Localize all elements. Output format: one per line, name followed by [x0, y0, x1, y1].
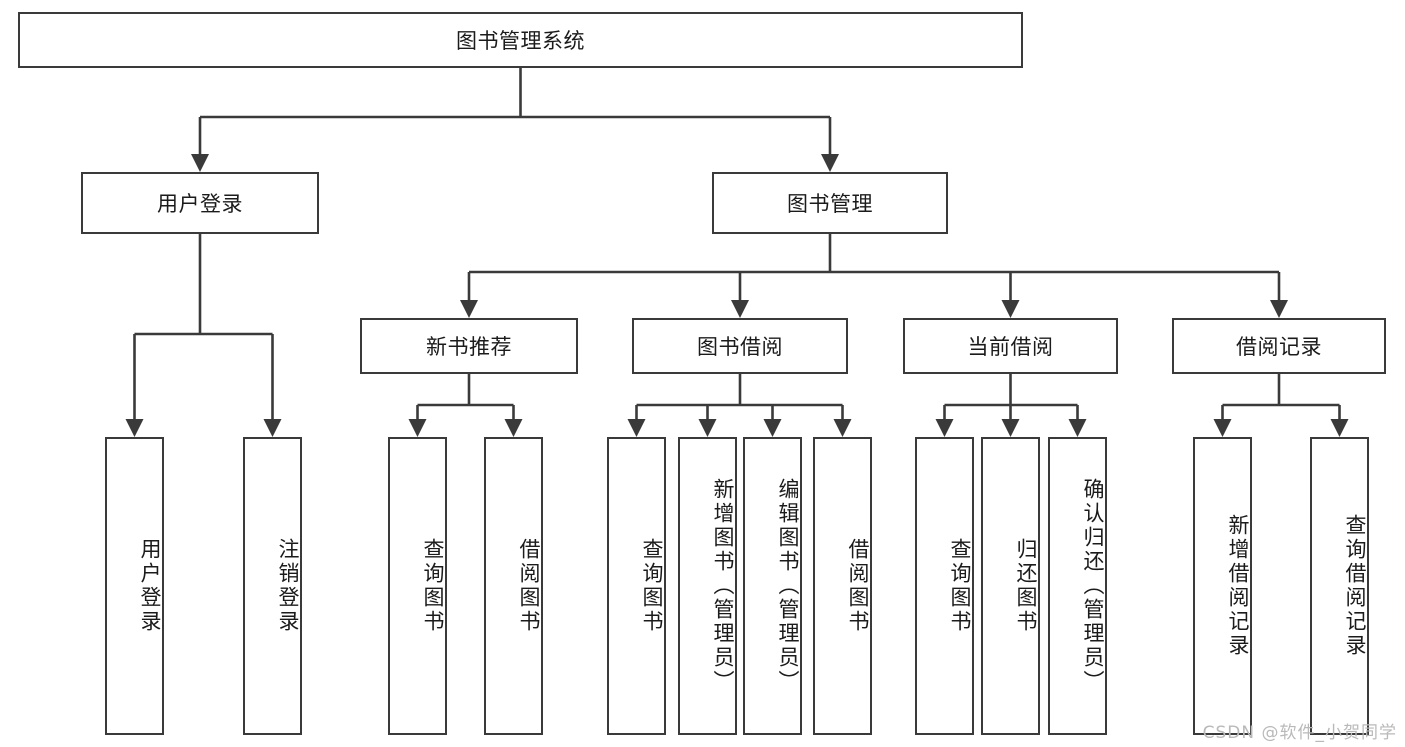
leaf-query-borrow-record[interactable]: 查询借阅记录 — [1310, 437, 1369, 735]
node-label: 借阅记录 — [1236, 335, 1322, 359]
node-label: 图书管理 — [787, 192, 873, 216]
node-label: 借阅图书 — [846, 538, 870, 634]
node-root-book-management-system[interactable]: 图书管理系统 — [18, 12, 1023, 68]
node-label: 图书借阅 — [697, 335, 783, 359]
node-label: 新书推荐 — [426, 335, 512, 359]
node-label: 注销登录 — [276, 538, 300, 634]
node-label: 图书管理系统 — [456, 29, 585, 53]
node-label: 当前借阅 — [967, 335, 1054, 359]
node-book-borrow[interactable]: 图书借阅 — [632, 318, 848, 374]
node-label: 用户登录 — [157, 192, 243, 216]
node-label: 编辑图书（管理员） — [776, 478, 800, 694]
node-label: 查询借阅记录 — [1343, 514, 1367, 658]
leaf-user-login[interactable]: 用户登录 — [105, 437, 164, 735]
node-borrow-record[interactable]: 借阅记录 — [1172, 318, 1386, 374]
node-label: 新增图书（管理员） — [711, 478, 735, 694]
leaf-borrow-book-1[interactable]: 借阅图书 — [484, 437, 543, 735]
node-label: 查询图书 — [640, 538, 664, 634]
leaf-query-book-2[interactable]: 查询图书 — [607, 437, 666, 735]
leaf-edit-book-admin[interactable]: 编辑图书（管理员） — [743, 437, 802, 735]
leaf-add-borrow-record[interactable]: 新增借阅记录 — [1193, 437, 1252, 735]
watermark-text: CSDN @软件_小贺同学 — [1202, 723, 1397, 743]
node-label: 归还图书 — [1014, 538, 1038, 634]
node-label: 借阅图书 — [517, 538, 541, 634]
node-user-login[interactable]: 用户登录 — [81, 172, 319, 234]
node-label: 新增借阅记录 — [1226, 514, 1250, 658]
leaf-logout[interactable]: 注销登录 — [243, 437, 302, 735]
leaf-query-book-3[interactable]: 查询图书 — [915, 437, 974, 735]
node-current-borrow[interactable]: 当前借阅 — [903, 318, 1118, 374]
leaf-query-book-1[interactable]: 查询图书 — [388, 437, 447, 735]
node-new-book-recommendation[interactable]: 新书推荐 — [360, 318, 578, 374]
node-book-management[interactable]: 图书管理 — [712, 172, 948, 234]
node-label: 确认归还（管理员） — [1081, 478, 1105, 694]
node-label: 查询图书 — [421, 538, 445, 634]
leaf-return-book[interactable]: 归还图书 — [981, 437, 1040, 735]
leaf-borrow-book-2[interactable]: 借阅图书 — [813, 437, 872, 735]
node-label: 查询图书 — [948, 538, 972, 634]
leaf-add-book-admin[interactable]: 新增图书（管理员） — [678, 437, 737, 735]
node-label: 用户登录 — [138, 538, 162, 634]
leaf-confirm-return-admin[interactable]: 确认归还（管理员） — [1048, 437, 1107, 735]
